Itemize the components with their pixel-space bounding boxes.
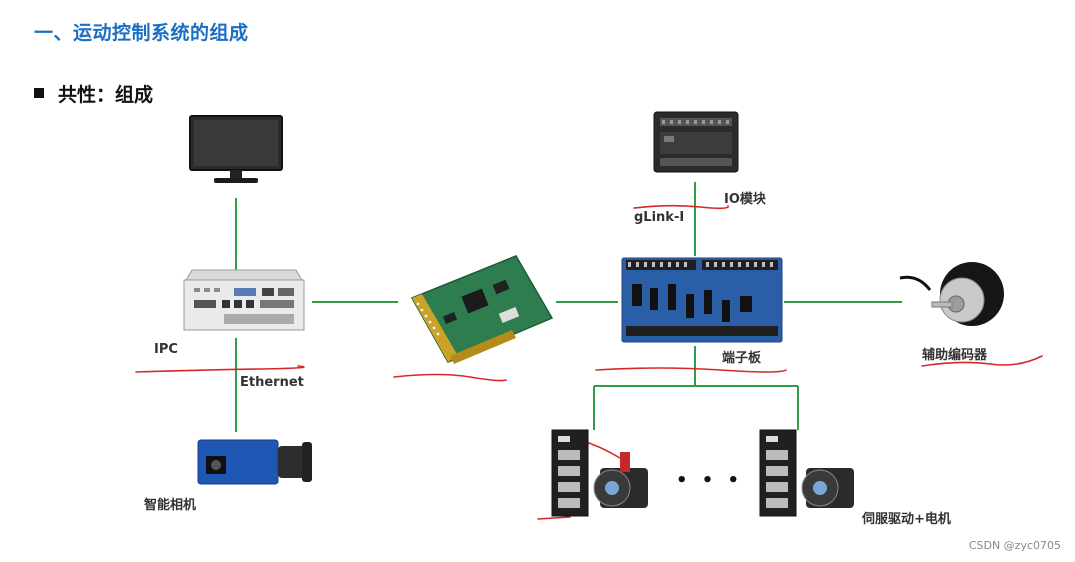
motion-control-card-icon [404, 252, 556, 370]
glink-label: gLink-I [634, 210, 684, 225]
ethernet-label: Ethernet [240, 375, 304, 390]
smart-camera-label: 智能相机 [144, 494, 196, 513]
ipc-icon [176, 266, 312, 336]
servo-drive-motor-right-icon [756, 424, 862, 520]
glink-underline-annotation [634, 206, 728, 209]
ipc-label: IPC [154, 342, 178, 357]
encoder-label: 辅助编码器 [922, 344, 987, 363]
servo-drive-motor-left-icon [548, 424, 658, 520]
terminal-board-icon [620, 256, 784, 344]
io-module-icon [648, 106, 744, 178]
encoder-icon [898, 254, 1008, 334]
io-module-label: IO模块 [724, 188, 766, 207]
smart-camera-icon [192, 426, 316, 490]
ipc-underline-annotation [136, 366, 304, 372]
card-underline-annotation [394, 375, 506, 381]
watermark-text: CSDN @zyc0705 [969, 539, 1061, 552]
ellipsis-dots: • • • [676, 470, 743, 491]
terminal-underline-annotation [596, 368, 786, 372]
monitor-icon [188, 114, 284, 186]
servo-label: 伺服驱动+电机 [862, 508, 951, 527]
terminal-board-label: 端子板 [722, 347, 761, 366]
